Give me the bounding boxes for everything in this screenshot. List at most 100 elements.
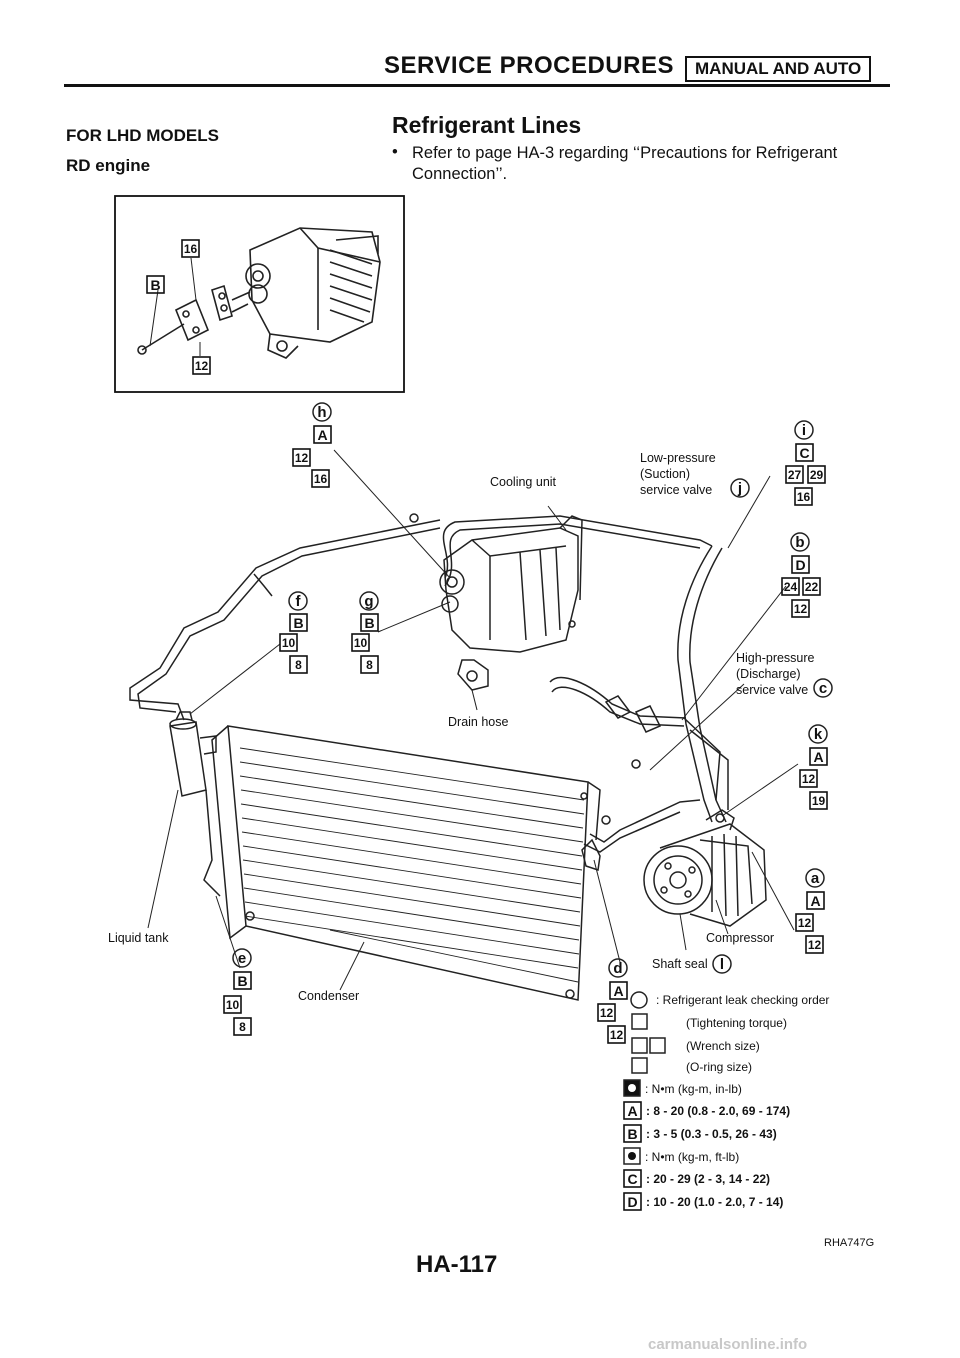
svg-text:10: 10	[226, 998, 240, 1012]
svg-text:B: B	[293, 615, 303, 631]
legend-code-D: D	[623, 1192, 642, 1211]
svg-text:12: 12	[295, 451, 309, 465]
code-B-g: B	[360, 613, 379, 632]
svg-text:B: B	[150, 277, 160, 293]
section-title: FOR LHD MODELS	[66, 126, 219, 145]
figure-code: RHA747G	[824, 1237, 875, 1249]
svg-text:: 10 - 20 (1.0 - 2.0, 7 - 14): : 10 - 20 (1.0 - 2.0, 7 - 14)	[646, 1195, 783, 1209]
legend-code-B: B	[623, 1124, 642, 1143]
size-12-d2: 12	[607, 1025, 626, 1044]
page-number: HA-117	[416, 1251, 498, 1278]
page-header-title: SERVICE PROCEDURES	[384, 52, 674, 79]
size-10-f: 10	[279, 633, 298, 652]
code-C-i: C	[795, 443, 814, 462]
svg-text:(Tightening torque): (Tightening torque)	[686, 1016, 787, 1030]
size-8-f: 8	[289, 655, 308, 674]
svg-text:c: c	[819, 680, 827, 697]
ref-i: i	[794, 420, 814, 440]
size-10-g: 10	[351, 633, 370, 652]
size-8-e: 8	[233, 1017, 252, 1036]
svg-text:A: A	[810, 893, 820, 909]
liquid-tank-drawing	[169, 711, 221, 897]
section-heading: Refrigerant Lines	[392, 112, 582, 138]
svg-text:e: e	[238, 950, 246, 967]
svg-text:: N•m (kg-m, ft-lb): : N•m (kg-m, ft-lb)	[645, 1150, 739, 1164]
legend-code-C: C	[623, 1169, 642, 1188]
legend-order-symbol	[630, 991, 648, 1009]
svg-text:16: 16	[314, 472, 328, 486]
svg-text:g: g	[364, 593, 373, 610]
legend-oring-symbol	[631, 1057, 648, 1074]
section-subtitle: RD engine	[66, 156, 151, 175]
code-A-h: A	[313, 425, 332, 444]
bullet-text: Refer to page HA-3 regarding ‘‘Precautio…	[412, 144, 838, 183]
svg-text:16: 16	[797, 490, 811, 504]
svg-text:10: 10	[282, 636, 296, 650]
svg-text:b: b	[795, 534, 804, 551]
label-high-pressure-2: (Discharge)	[736, 667, 801, 681]
svg-text:12: 12	[600, 1006, 614, 1020]
size-27-i: 27	[785, 465, 804, 484]
svg-text:12: 12	[195, 359, 209, 373]
size-16-i: 16	[794, 487, 813, 506]
svg-text:h: h	[317, 404, 326, 421]
svg-text:: 20 - 29 (2 - 3, 14 - 22): : 20 - 29 (2 - 3, 14 - 22)	[646, 1172, 770, 1186]
ref-a: a	[805, 868, 825, 888]
svg-text:(Wrench size): (Wrench size)	[686, 1039, 760, 1053]
torque-code-boxes: B A C D B B A A B A	[146, 275, 828, 1000]
size-12-a2: 12	[805, 935, 824, 954]
ref-f: f	[288, 591, 308, 611]
ref-k: k	[808, 724, 828, 744]
callout-labels: Cooling unit Low-pressure (Suction) serv…	[108, 451, 815, 1003]
ref-c: c	[813, 678, 833, 698]
svg-text:: 3 - 5 (0.3 - 0.5, 26 - 43): : 3 - 5 (0.3 - 0.5, 26 - 43)	[646, 1127, 777, 1141]
svg-text:16: 16	[184, 242, 198, 256]
legend-torque-symbol	[631, 1013, 648, 1030]
size-12-h: 12	[292, 448, 311, 467]
ref-l: l	[712, 954, 732, 974]
label-low-pressure-1: Low-pressure	[640, 451, 716, 465]
inset-cooling-unit-drawing	[137, 227, 381, 359]
ref-b: b	[790, 532, 810, 552]
size-16-inset: 16	[181, 239, 200, 258]
svg-text:a: a	[811, 870, 820, 887]
wrench-inlb-icon	[623, 1079, 641, 1097]
svg-text:8: 8	[295, 658, 302, 672]
svg-text:A: A	[813, 749, 823, 765]
svg-text:: 8 - 20 (0.8 - 2.0, 69 - 174): : 8 - 20 (0.8 - 2.0, 69 - 174)	[646, 1104, 790, 1118]
svg-text:i: i	[802, 422, 806, 439]
svg-text:l: l	[720, 956, 724, 973]
svg-text:12: 12	[808, 938, 822, 952]
label-cooling-unit: Cooling unit	[490, 475, 557, 489]
compressor-drawing	[643, 809, 767, 927]
size-19-k: 19	[809, 791, 828, 810]
code-D-b: D	[791, 555, 810, 574]
label-low-pressure-3: service valve	[640, 483, 712, 497]
ref-g: g	[359, 591, 379, 611]
label-high-pressure-3: service valve	[736, 683, 808, 697]
svg-text:(O-ring size): (O-ring size)	[686, 1060, 752, 1074]
condenser-drawing	[211, 725, 601, 1001]
code-A-d: A	[609, 981, 628, 1000]
size-12-d1: 12	[597, 1003, 616, 1022]
svg-text:B: B	[364, 615, 374, 631]
size-12-b: 12	[791, 599, 810, 618]
label-high-pressure-1: High-pressure	[736, 651, 815, 665]
svg-text:8: 8	[366, 658, 373, 672]
svg-text:: Refrigerant leak checking or: : Refrigerant leak checking order	[656, 993, 829, 1007]
legend-wrench-symbol-2	[649, 1037, 666, 1054]
code-A-a: A	[806, 891, 825, 910]
ref-e: e	[232, 948, 252, 968]
svg-text:24: 24	[784, 580, 798, 594]
size-12-k: 12	[799, 769, 818, 788]
svg-text:D: D	[627, 1194, 637, 1210]
svg-text:A: A	[613, 983, 623, 999]
svg-text:B: B	[237, 973, 247, 989]
svg-text:8: 8	[239, 1020, 246, 1034]
svg-text:12: 12	[798, 916, 812, 930]
svg-text:d: d	[613, 960, 622, 977]
watermark: carmanualsonline.info	[648, 1336, 808, 1353]
svg-text:19: 19	[812, 794, 826, 808]
size-24-b: 24	[781, 577, 800, 596]
